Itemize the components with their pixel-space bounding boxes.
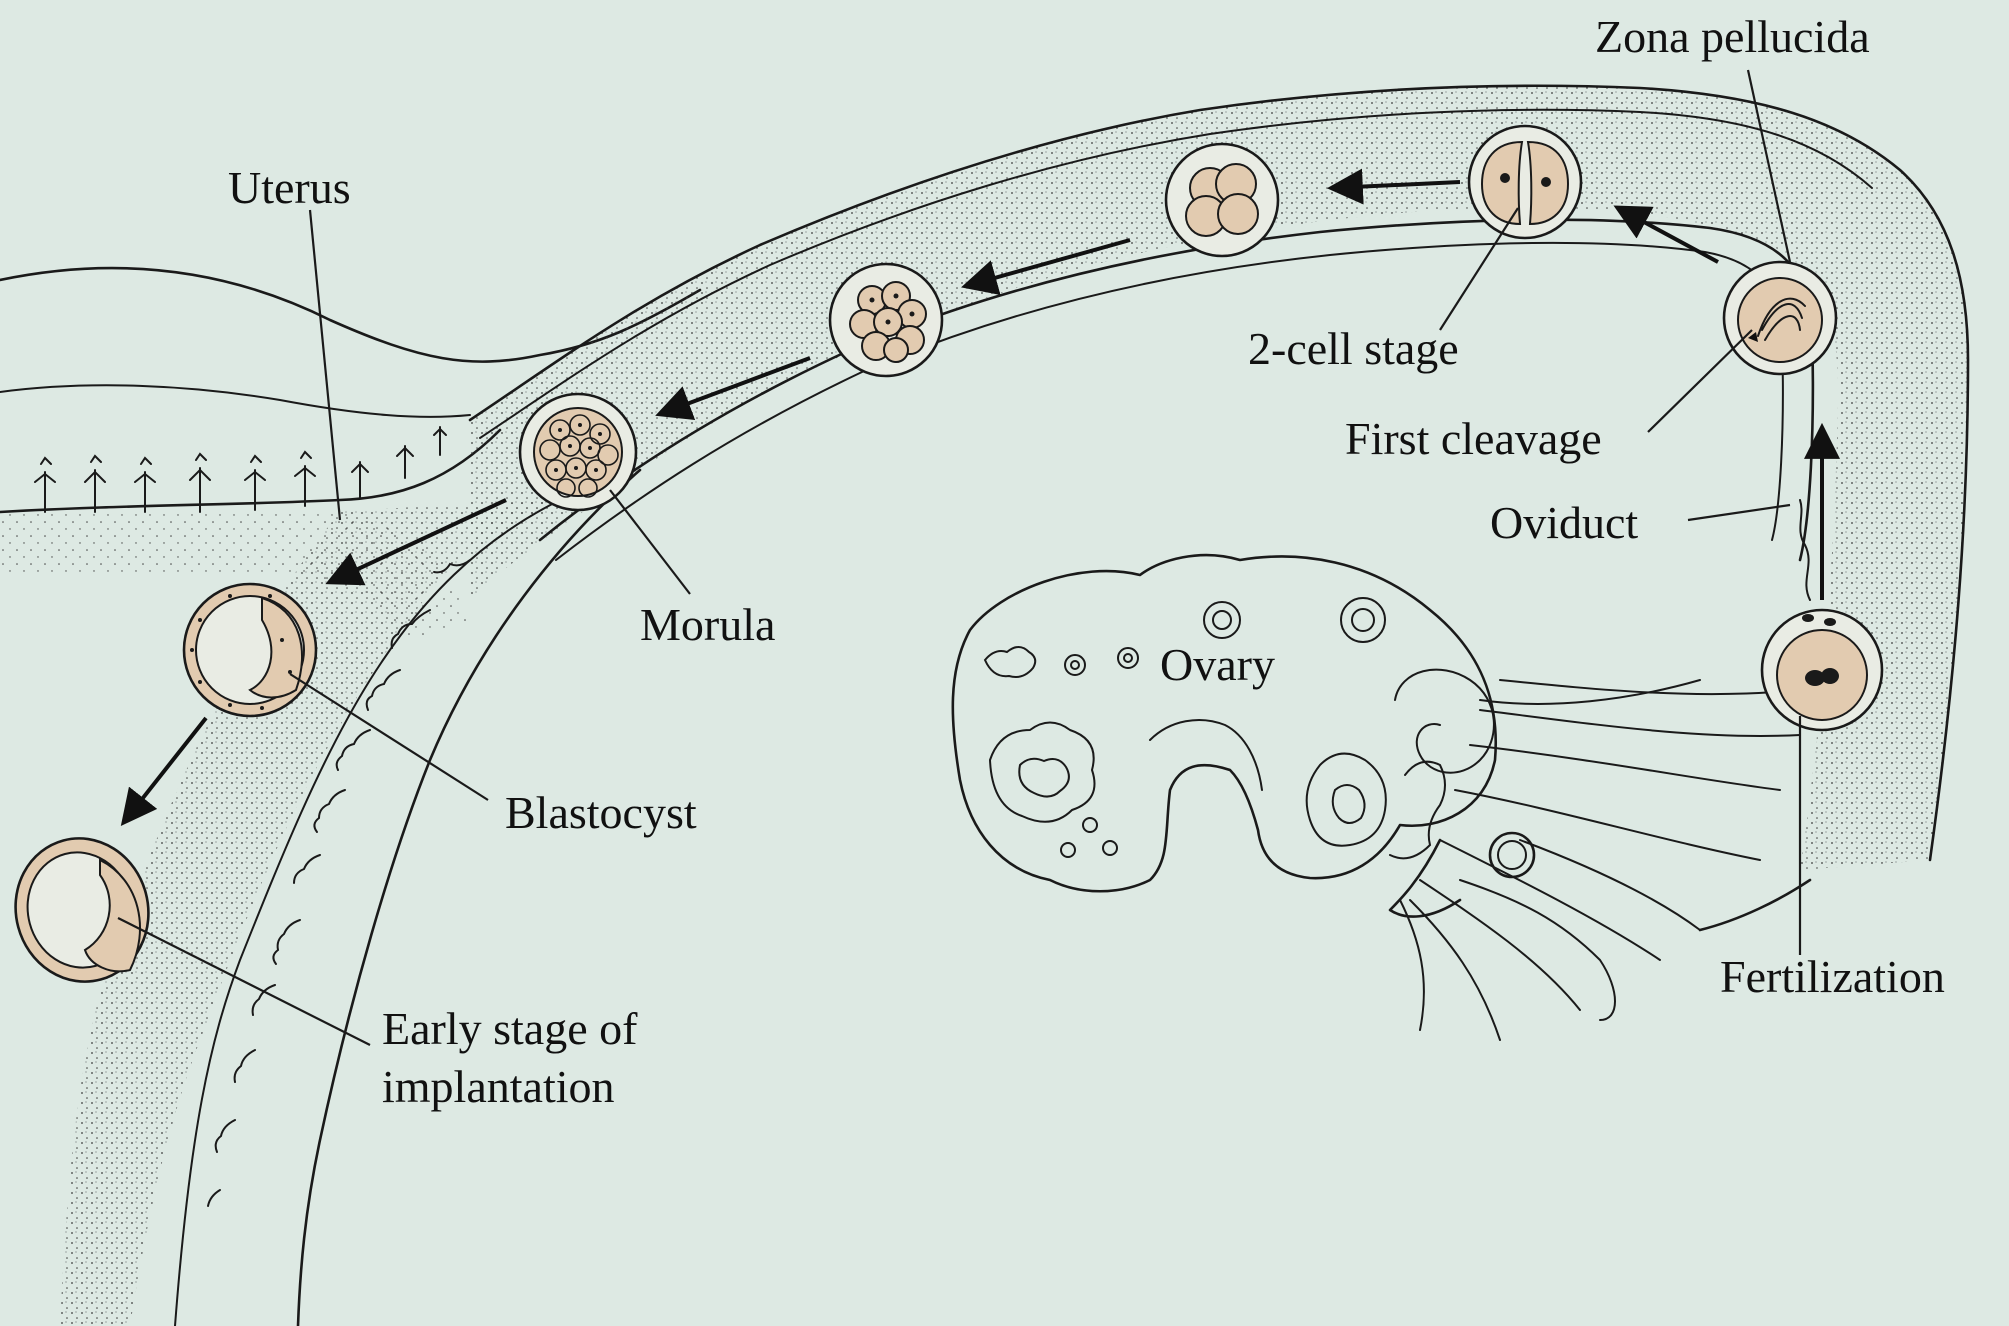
- label-fertilization: Fertilization: [1720, 951, 1945, 1002]
- ovary: [953, 555, 1534, 891]
- label-zona-pellucida: Zona pellucida: [1595, 11, 1870, 62]
- uterine-glands: [35, 427, 446, 512]
- label-oviduct: Oviduct: [1490, 497, 1638, 548]
- label-morula: Morula: [640, 599, 775, 650]
- leader-first-cleavage: [1648, 330, 1752, 432]
- label-early-stage-line2: implantation: [382, 1061, 615, 1112]
- morula-embryo: [520, 394, 636, 510]
- eight-cell-egg: [830, 264, 942, 376]
- label-ovary: Ovary: [1160, 639, 1275, 690]
- label-early-stage-line1: Early stage of: [382, 1003, 638, 1054]
- label-first-cleavage: First cleavage: [1345, 413, 1602, 464]
- label-two-cell-stage: 2-cell stage: [1248, 323, 1459, 374]
- leader-oviduct: [1688, 505, 1790, 520]
- first-cleavage-egg: [1724, 262, 1836, 374]
- two-cell-egg: [1469, 126, 1581, 238]
- label-blastocyst: Blastocyst: [505, 787, 697, 838]
- leader-uterus: [310, 210, 340, 520]
- blastocyst-embryo: [184, 584, 316, 716]
- label-uterus: Uterus: [228, 162, 351, 213]
- four-cell-egg: [1166, 144, 1278, 256]
- leader-morula: [610, 490, 690, 594]
- leader-two-cell: [1440, 208, 1518, 330]
